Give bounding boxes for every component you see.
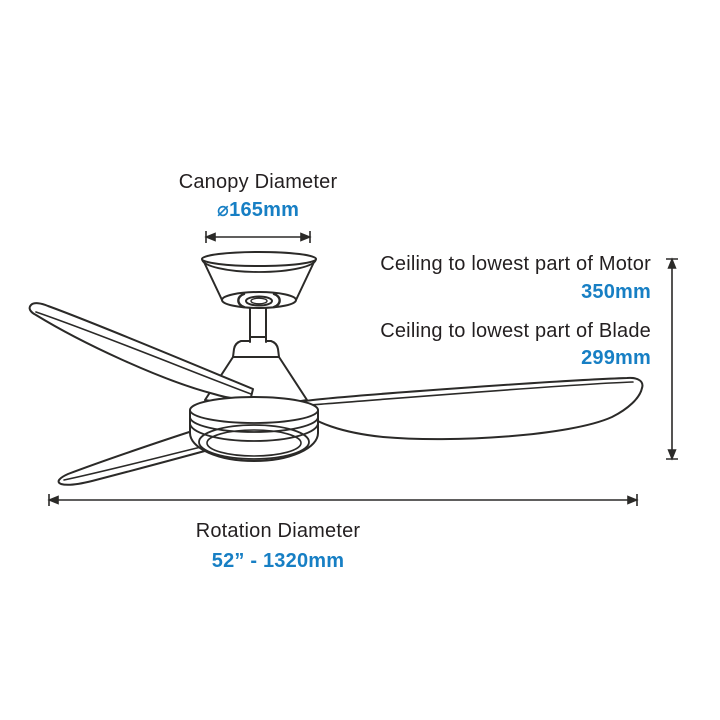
- light-lens-inner: [206, 429, 302, 457]
- blade-drop-value: 299mm: [581, 347, 651, 369]
- blade-drop-label: Ceiling to lowest part of Blade: [380, 320, 651, 342]
- height-dimension-line: [666, 257, 678, 461]
- canopy-diameter-label: Canopy Diameter: [178, 171, 338, 193]
- rotation-diameter-label: Rotation Diameter: [195, 520, 361, 542]
- canopy-diameter-value: ⌀165mm: [216, 199, 300, 221]
- canopy-dimension-line: [204, 231, 312, 243]
- motor-drum-drawing: [189, 396, 319, 462]
- rotation-diameter-value: 52” - 1320mm: [211, 550, 345, 572]
- blade-right: [304, 376, 644, 441]
- downrod-drawing: [249, 304, 267, 343]
- light-lens-outer: [198, 424, 310, 460]
- canopy-drawing: [201, 251, 317, 309]
- motor-drop-value: 350mm: [581, 281, 651, 303]
- motor-drop-label: Ceiling to lowest part of Motor: [380, 253, 651, 275]
- rotation-dimension-line: [47, 494, 639, 506]
